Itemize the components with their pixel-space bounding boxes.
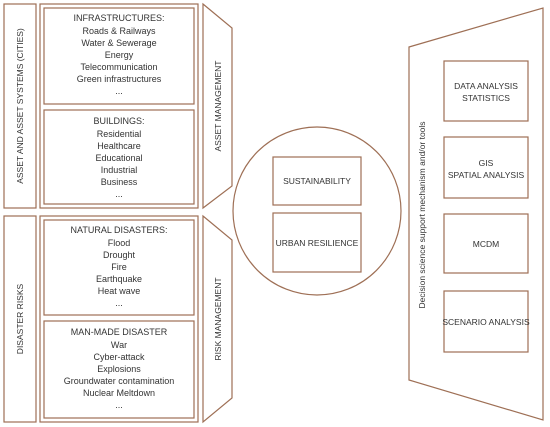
buildings-box [43, 109, 195, 205]
decision-support-label: Decision science support mechanism and/o… [417, 121, 427, 308]
list-item: Heat wave [98, 286, 141, 296]
list-item: Healthcare [97, 141, 141, 151]
manmade-disaster-box [43, 320, 195, 419]
list-item: Nuclear Meltdown [83, 388, 155, 398]
infrastructures-box [43, 7, 195, 105]
risk-management-label: RISK MANAGEMENT [213, 277, 223, 360]
buildings-items: Residential Healthcare Educational Indus… [95, 129, 142, 199]
sustainability-box [272, 156, 362, 206]
disaster-risks-container [39, 215, 199, 423]
natural-disasters-box [43, 219, 195, 316]
list-item: Residential [97, 129, 142, 139]
data-analysis-box [443, 60, 529, 122]
natural-disasters-items: Flood Drought Fire Earthquake Heat wave … [96, 238, 142, 308]
data-analysis-line-1: DATA ANALYSIS [454, 81, 518, 91]
gis-line-2: SPATIAL ANALYSIS [448, 170, 525, 180]
list-item: Educational [95, 153, 142, 163]
asset-systems-side-panel [3, 3, 37, 209]
list-item: ... [115, 86, 123, 96]
list-item: Roads & Railways [82, 26, 156, 36]
mcdm-label: MCDM [473, 239, 499, 249]
disaster-risks-side-panel [3, 215, 37, 423]
risk-management-panel [202, 214, 233, 424]
manmade-disaster-items: War Cyber-attack Explosions Groundwater … [64, 340, 175, 410]
decision-support-panel [408, 7, 544, 421]
list-item: Green infrastructures [77, 74, 162, 84]
center-circle [232, 126, 402, 296]
list-item: War [111, 340, 127, 350]
buildings-title: BUILDINGS: [93, 116, 144, 126]
urban-resilience-label: URBAN RESILIENCE [276, 238, 359, 248]
list-item: Energy [105, 50, 134, 60]
list-item: Flood [108, 238, 131, 248]
list-item: Explosions [97, 364, 141, 374]
list-item: Earthquake [96, 274, 142, 284]
manmade-disaster-title: MAN-MADE DISASTER [71, 327, 168, 337]
list-item: Fire [111, 262, 127, 272]
infrastructures-title: INFRASTRUCTURES: [73, 13, 164, 23]
gis-box [443, 136, 529, 199]
list-item: Business [101, 177, 138, 187]
natural-disasters-title: NATURAL DISASTERS: [70, 225, 167, 235]
disaster-risks-label: DISASTER RISKS [15, 283, 25, 354]
asset-systems-container [39, 3, 199, 209]
list-item: ... [115, 298, 123, 308]
infrastructures-items: Roads & Railways Water & Sewerage Energy… [77, 26, 162, 96]
list-item: Water & Sewerage [81, 38, 156, 48]
list-item: Groundwater contamination [64, 376, 175, 386]
asset-management-panel [202, 2, 233, 210]
scenario-analysis-box [443, 290, 529, 353]
mcdm-box [443, 213, 529, 274]
list-item: Industrial [101, 165, 138, 175]
sustainability-label: SUSTAINABILITY [283, 176, 351, 186]
list-item: ... [115, 189, 123, 199]
list-item: Cyber-attack [93, 352, 145, 362]
data-analysis-line-2: STATISTICS [462, 93, 510, 103]
urban-resilience-box [272, 212, 362, 273]
list-item: Drought [103, 250, 136, 260]
scenario-analysis-label: SCENARIO ANALYSIS [442, 317, 530, 327]
asset-systems-label: ASSET AND ASSET SYSTEMS (CITIES) [15, 28, 25, 184]
list-item: Telecommunication [80, 62, 157, 72]
list-item: ... [115, 400, 123, 410]
gis-line-1: GIS [479, 158, 494, 168]
asset-management-label: ASSET MANAGEMENT [213, 61, 223, 152]
